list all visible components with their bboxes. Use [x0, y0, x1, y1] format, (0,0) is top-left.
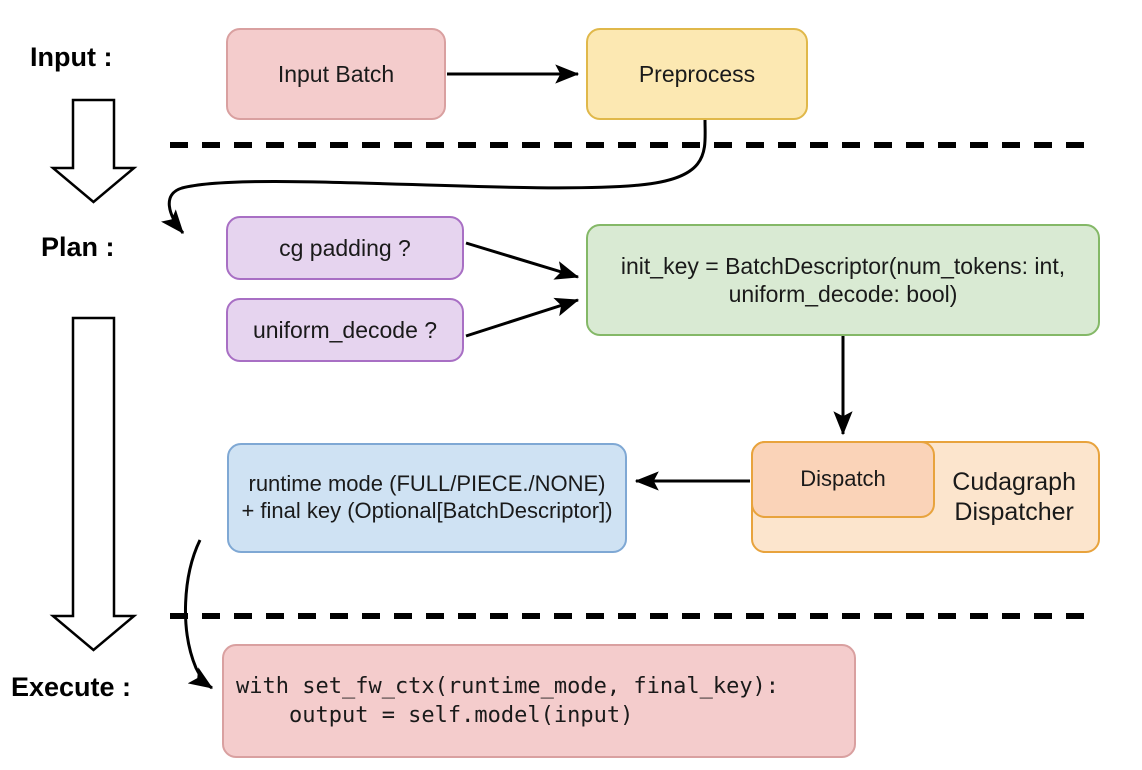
edge-uniform-decode-to-init-key: [465, 297, 580, 338]
stage-label-input: Input :: [30, 42, 113, 72]
node-cg-padding[interactable]: cg padding ?: [226, 216, 464, 280]
node-input-batch[interactable]: Input Batch: [226, 28, 446, 120]
node-init-key[interactable]: init_key = BatchDescriptor(num_tokens: i…: [586, 224, 1100, 336]
stage-label-plan: Plan :: [41, 232, 115, 262]
node-code-block[interactable]: with set_fw_ctx(runtime_mode, final_key)…: [222, 644, 856, 758]
edge-cg-padding-to-init-key: [465, 241, 580, 280]
node-uniform-decode[interactable]: uniform_decode ?: [226, 298, 464, 362]
node-preprocess[interactable]: Preprocess: [586, 28, 808, 120]
stage-label-execute: Execute :: [11, 672, 132, 702]
plan-to-execute-arrow: [49, 316, 138, 652]
node-runtime-mode[interactable]: runtime mode (FULL/PIECE./NONE)+ final k…: [227, 443, 627, 553]
input-to-plan-arrow: [49, 98, 138, 204]
edge-runtime-mode-to-code: [184, 539, 213, 690]
node-dispatch[interactable]: Dispatch: [751, 441, 935, 518]
